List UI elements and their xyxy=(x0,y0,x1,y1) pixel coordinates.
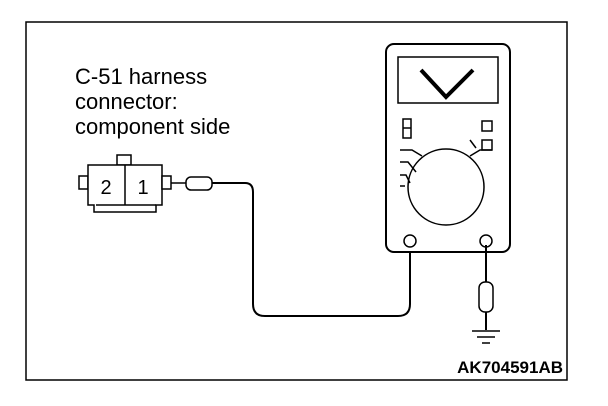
ground-icon xyxy=(472,330,500,344)
positive-test-lead xyxy=(212,182,411,317)
harness-connector xyxy=(78,154,172,213)
figure-code: AK704591AB xyxy=(457,358,563,377)
rotary-dial xyxy=(407,148,485,226)
volt-symbol xyxy=(419,68,475,100)
frame xyxy=(25,21,568,381)
connector-pin-1: 1 xyxy=(137,177,148,199)
multimeter xyxy=(385,43,511,253)
label-line-1: C-51 harness xyxy=(75,64,207,89)
negative-probe xyxy=(478,245,494,330)
connector-pin-2: 2 xyxy=(100,177,111,199)
positive-probe xyxy=(171,176,411,317)
mode-switch-right-top xyxy=(481,120,493,132)
label-line-2: connector: xyxy=(75,89,178,114)
jack-positive xyxy=(403,234,417,248)
label-line-3: component side xyxy=(75,114,230,139)
